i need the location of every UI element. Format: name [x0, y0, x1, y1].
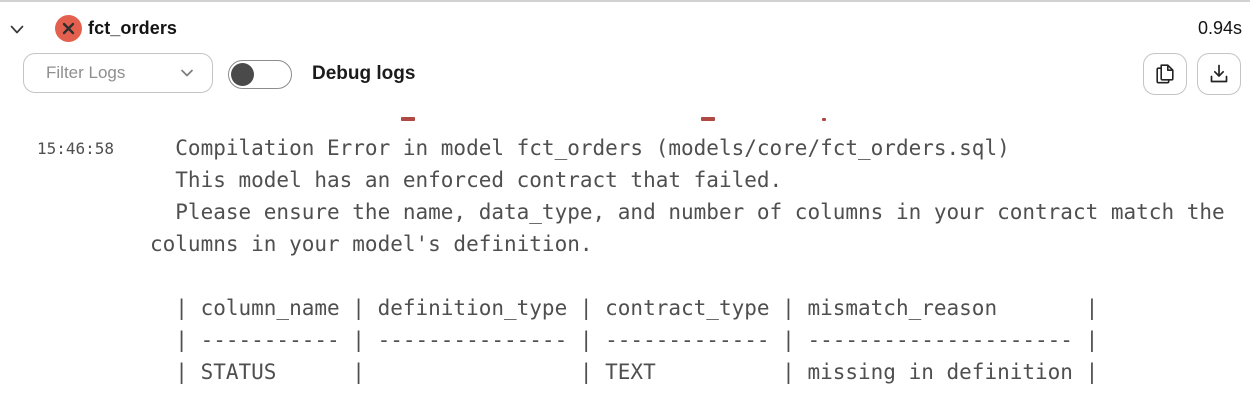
log-message: Compilation Error in model fct_orders (m… [150, 136, 1225, 384]
chevron-down-icon [180, 68, 194, 78]
log-timestamp: 15:46:58 [37, 139, 115, 158]
red-text-sliver [401, 117, 415, 121]
download-icon [1208, 63, 1230, 85]
filter-logs-label: Filter Logs [46, 63, 126, 82]
debug-logs-label: Debug logs [312, 63, 416, 84]
copy-logs-button[interactable] [1143, 53, 1187, 95]
red-text-sliver [822, 118, 826, 121]
page-title: fct_orders [88, 18, 178, 38]
download-logs-button[interactable] [1197, 53, 1241, 95]
error-status-icon [55, 15, 82, 42]
chevron-down-icon [9, 24, 25, 36]
red-text-sliver [701, 117, 715, 121]
run-duration: 0.94s [1197, 18, 1242, 38]
copy-icon [1154, 62, 1176, 86]
filter-logs-dropdown[interactable]: Filter Logs [23, 53, 213, 93]
collapse-chevron-button[interactable] [6, 20, 28, 40]
x-icon [62, 22, 75, 35]
log-entry: 15:46:58 Compilation Error in model fct_… [37, 132, 1225, 388]
toggle-knob [231, 62, 254, 86]
debug-logs-toggle[interactable] [228, 60, 292, 89]
